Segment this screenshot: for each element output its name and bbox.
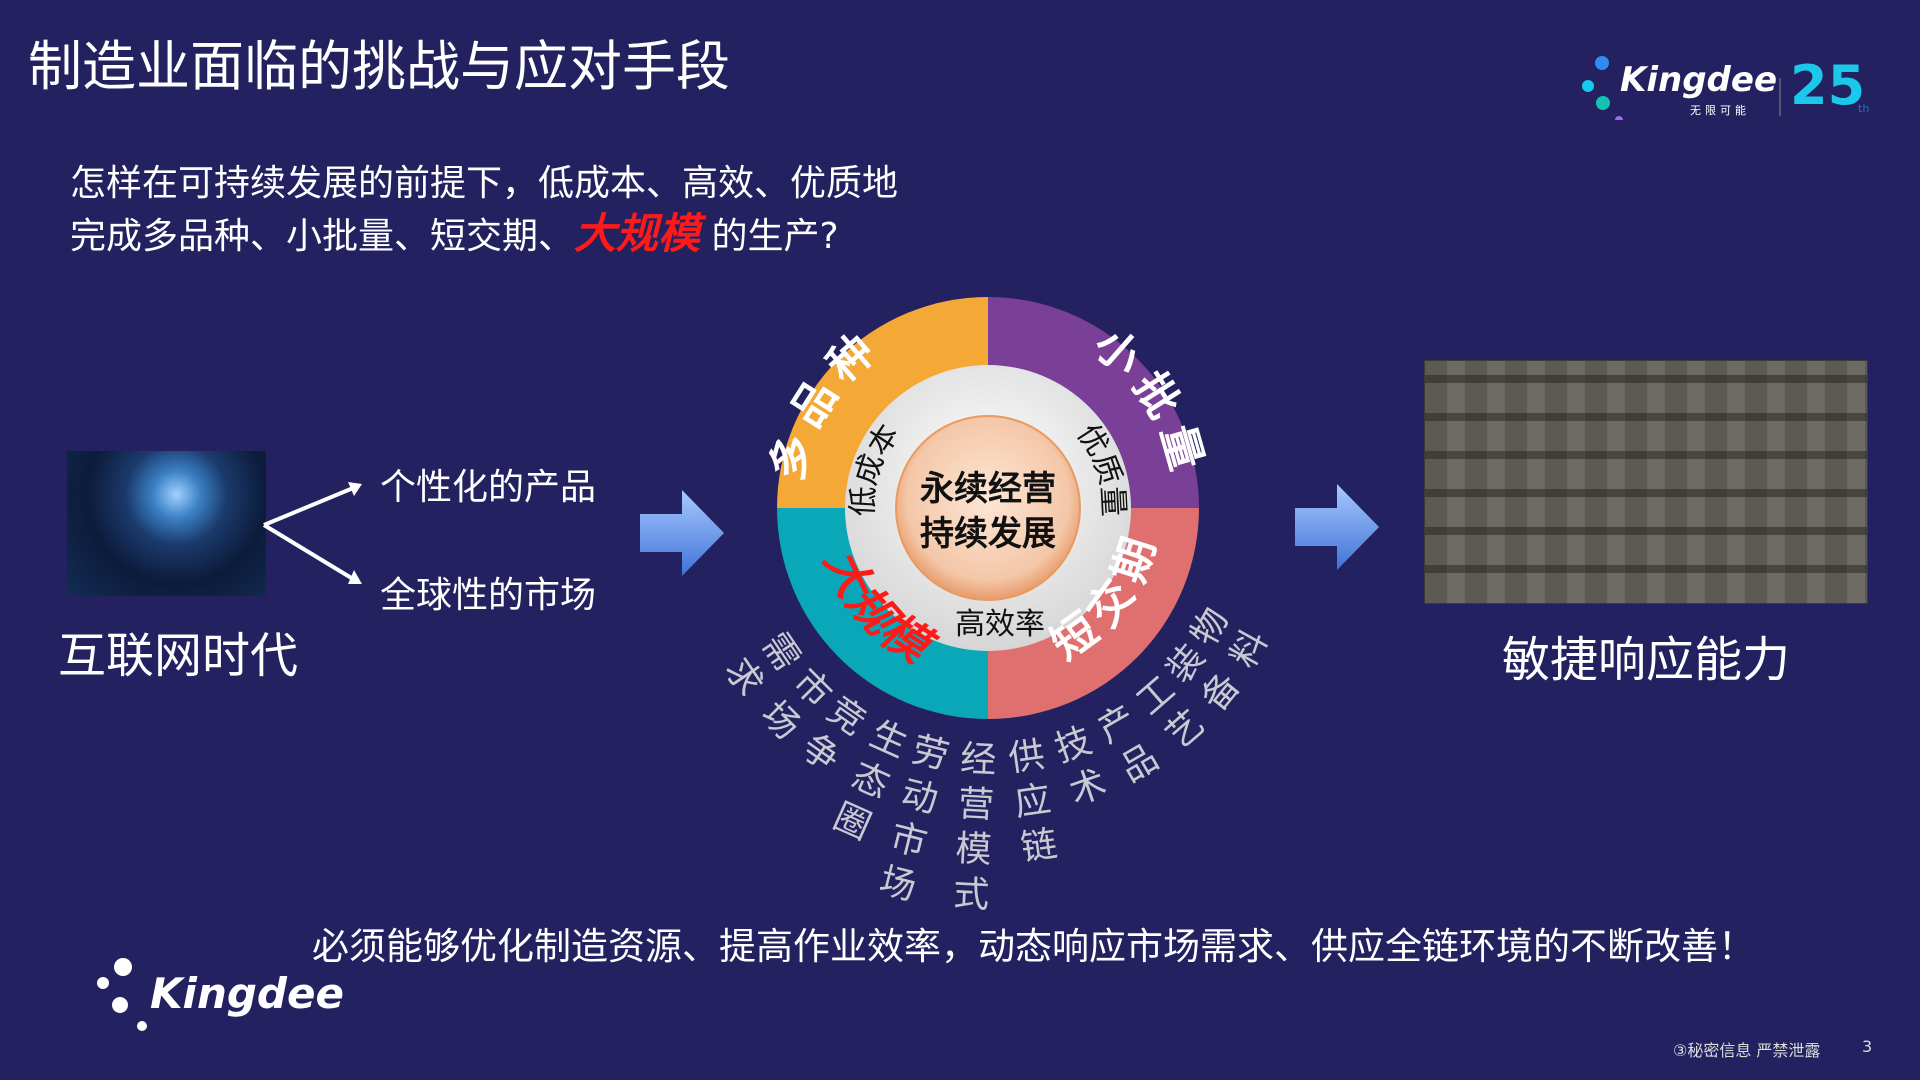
agile-response-label: 敏捷响应能力	[1502, 632, 1791, 688]
footer-logo-brand: Kingdee	[150, 969, 344, 1018]
kingdee-25th-logo: Kingdee 无限可能 25 th	[1568, 50, 1888, 124]
logo-brand: Kingdee	[1620, 60, 1778, 100]
confidential-notice: ③秘密信息 严禁泄露	[1673, 1041, 1821, 1060]
center-line-1: 永续经营	[920, 469, 1056, 509]
anniversary-number: 25	[1790, 54, 1866, 117]
branch-arrows-icon	[262, 482, 362, 584]
internet-globe-image	[67, 451, 266, 596]
logo-dots-icon	[97, 958, 147, 1031]
question-text: 完成多品种、小批量、短交期、	[70, 216, 575, 257]
anniversary-suffix: th	[1858, 102, 1870, 115]
page-title: 制造业面临的挑战与应对手段	[28, 35, 730, 98]
question-text-end: 的生产?	[700, 216, 839, 257]
item-personalized-products: 个性化的产品	[380, 467, 597, 508]
question-line-1: 怎样在可持续发展的前提下，低成本、高效、优质地	[70, 163, 899, 204]
internet-era-label: 互联网时代	[58, 628, 299, 684]
right-arrow-icon	[1295, 484, 1379, 570]
factor-word: 经营模式	[946, 739, 996, 921]
page-number: 3	[1862, 1037, 1873, 1056]
logo-dots-icon	[1582, 56, 1781, 124]
center-line-2: 持续发展	[920, 514, 1056, 554]
factory-production-line-image	[1424, 360, 1868, 604]
bottom-message: 必须能够优化制造资源、提高作业效率，动态响应市场需求、供应全链环境的不断改善！	[312, 925, 1755, 968]
logo-slogan: 无限可能	[1690, 104, 1750, 117]
kingdee-footer-logo: Kingdee	[92, 955, 344, 1035]
item-global-market: 全球性的市场	[380, 575, 597, 616]
center-circle	[895, 415, 1081, 601]
question-highlight: 大规模	[574, 209, 701, 258]
question-line-2: 完成多品种、小批量、短交期、大规模 的生产?	[70, 200, 839, 261]
right-arrow-icon	[640, 490, 724, 576]
inner-label-efficiency: 高效率	[955, 607, 1045, 642]
